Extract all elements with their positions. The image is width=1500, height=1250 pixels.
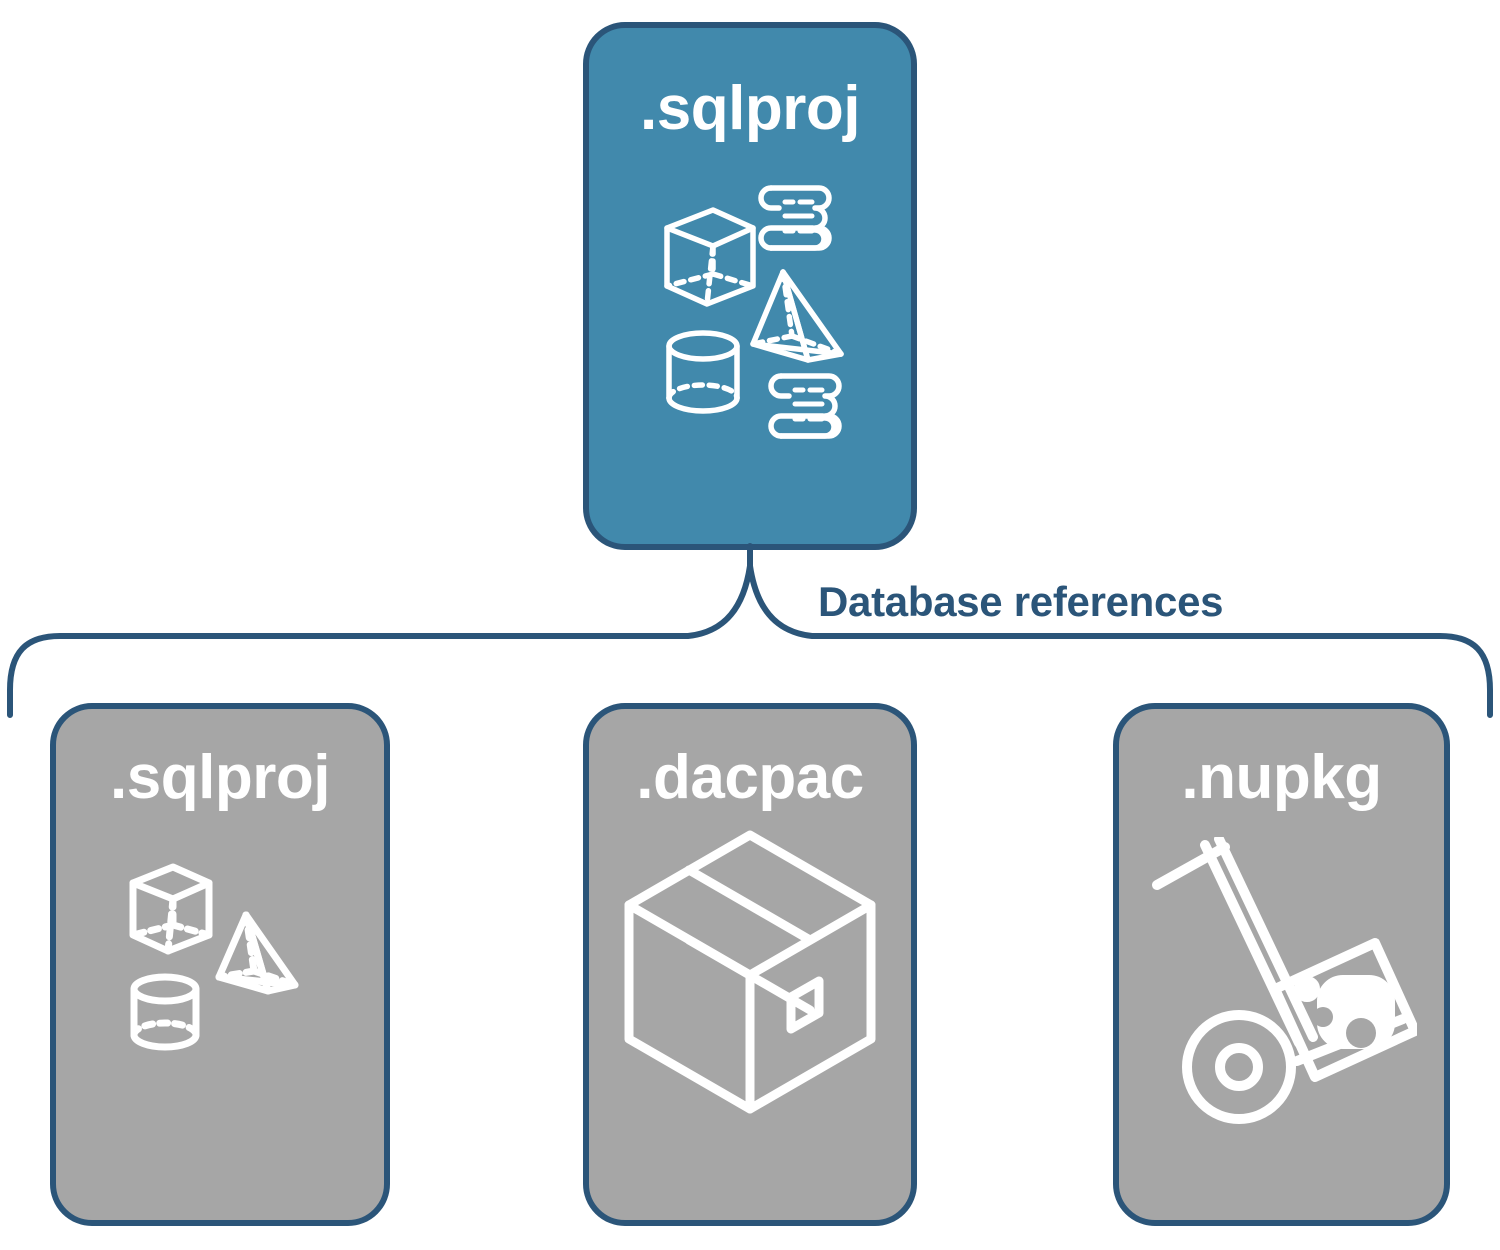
target-node-label: .sqlproj xyxy=(110,743,330,812)
target-node-label: .dacpac xyxy=(636,743,864,812)
hand-truck-package-icon xyxy=(1151,837,1417,1124)
target-node-nupkg[interactable]: .nupkg xyxy=(1113,703,1450,1226)
bracket-label: Database references xyxy=(812,578,1230,626)
target-node-artwork-handtruck xyxy=(1119,837,1444,1127)
target-node-dacpac[interactable]: .dacpac xyxy=(583,703,917,1226)
source-node-label: .sqlproj xyxy=(640,74,860,143)
target-node-artwork-package xyxy=(589,827,911,1117)
cylinder-wireframe-icon xyxy=(130,973,199,1051)
target-node-label: .nupkg xyxy=(1181,743,1382,812)
pyramid-wireframe-icon xyxy=(750,269,844,363)
cylinder-wireframe-icon xyxy=(666,330,740,414)
target-node-sqlproj[interactable]: .sqlproj xyxy=(50,703,390,1226)
package-box-icon xyxy=(624,830,876,1114)
scroll-script-icon xyxy=(758,185,832,251)
source-node-artwork xyxy=(589,176,911,456)
source-node-sqlproj[interactable]: .sqlproj xyxy=(583,22,917,550)
bracket-left-arm xyxy=(7,563,753,718)
scroll-script-icon xyxy=(768,373,842,439)
cube-wireframe-icon xyxy=(129,863,212,955)
cube-wireframe-icon xyxy=(664,207,756,307)
target-node-artwork-shapes xyxy=(56,857,384,1107)
pyramid-wireframe-icon xyxy=(215,911,298,995)
